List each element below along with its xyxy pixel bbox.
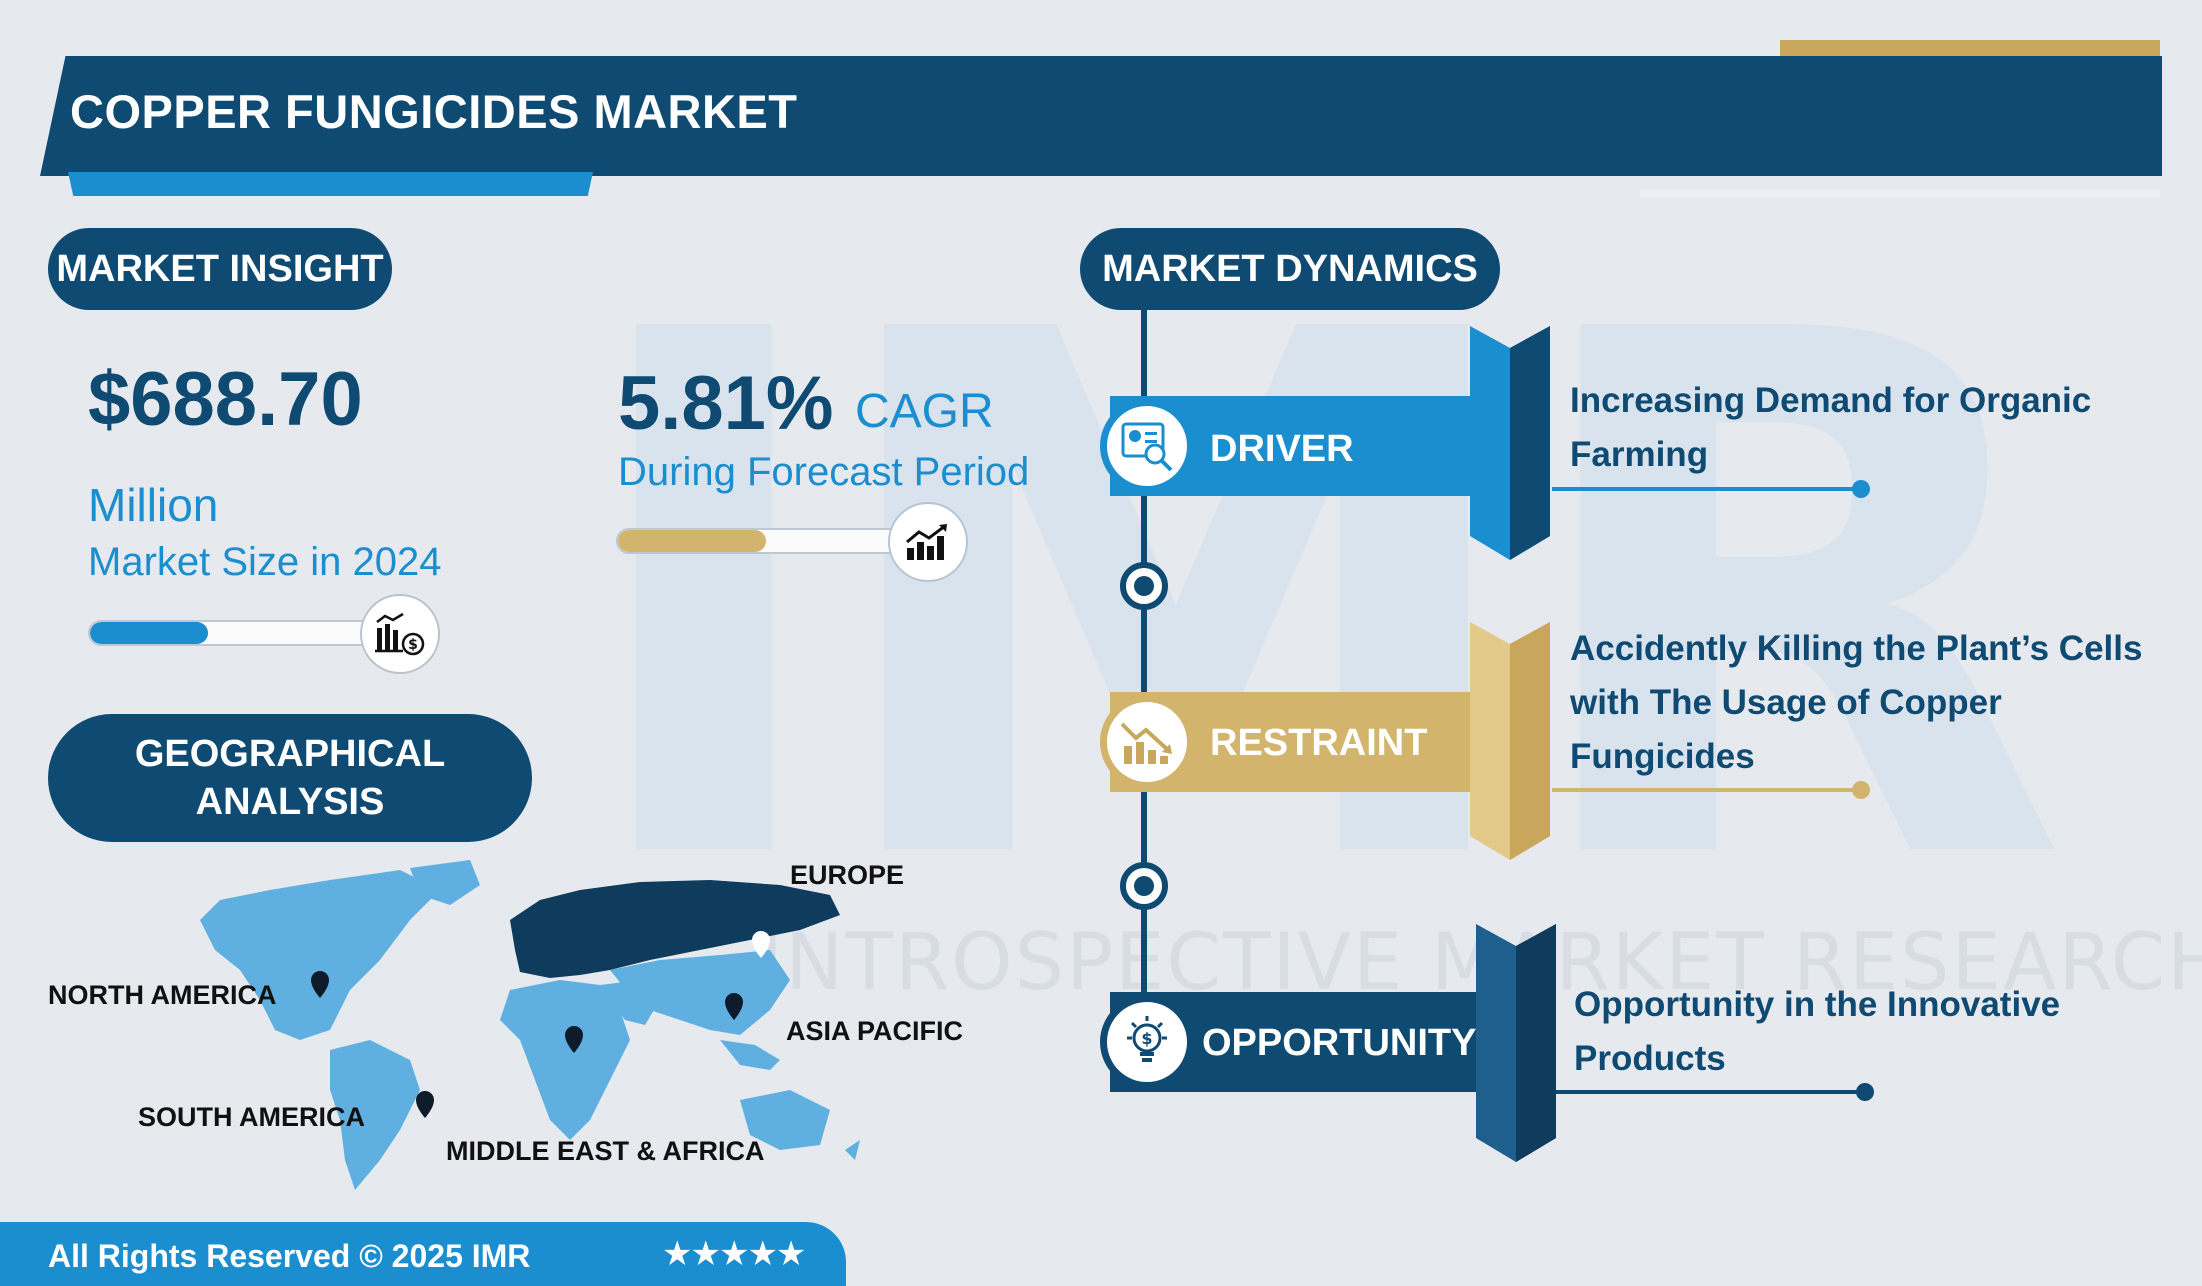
cagr-word: CAGR bbox=[855, 385, 994, 438]
opportunity-text: Opportunity in the Innovative Products bbox=[1574, 985, 2061, 1078]
map-southeast-asia bbox=[720, 1040, 780, 1070]
driver-analytics-icon bbox=[1100, 399, 1194, 493]
map-pin-south-america bbox=[416, 1091, 434, 1118]
cagr-value: 5.81% bbox=[618, 361, 834, 446]
opportunity-lightbulb-icon: $ bbox=[1100, 995, 1194, 1089]
opportunity-underline bbox=[1556, 1090, 1864, 1094]
map-greenland bbox=[410, 860, 480, 905]
cagr-progress-bar bbox=[616, 528, 916, 554]
driver-label: DRIVER bbox=[1210, 428, 1354, 470]
map-new-zealand bbox=[845, 1140, 860, 1160]
watermark-logo: IMR bbox=[570, 181, 2069, 1019]
page-title: COPPER FUNGICIDES MARKET bbox=[70, 85, 798, 138]
header-banner bbox=[40, 56, 2162, 176]
map-label-south-america: SOUTH AMERICA bbox=[138, 1102, 365, 1132]
map-australia bbox=[740, 1090, 830, 1150]
restraint-underline bbox=[1552, 788, 1860, 792]
map-africa bbox=[500, 980, 630, 1140]
driver-underline bbox=[1552, 487, 1860, 491]
map-south-america bbox=[330, 1040, 420, 1190]
driver-ribbon bbox=[1470, 326, 1550, 560]
world-map bbox=[200, 860, 860, 1190]
market-size-progress-fill bbox=[90, 622, 209, 644]
restraint-underline-dot bbox=[1852, 781, 1870, 799]
market-dynamics-pill: MARKET DYNAMICS bbox=[1080, 228, 1500, 310]
svg-text:$: $ bbox=[1141, 1029, 1152, 1048]
header-accent-blue bbox=[68, 172, 593, 196]
map-middle-east bbox=[600, 980, 660, 1025]
map-label-north-america: NORTH AMERICA bbox=[48, 980, 277, 1010]
map-label-europe: EUROPE bbox=[790, 860, 905, 890]
restraint-chart-icon bbox=[1100, 695, 1194, 789]
geographical-analysis-pill: GEOGRAPHICAL ANALYSIS bbox=[48, 714, 532, 842]
opportunity-ribbon bbox=[1476, 924, 1556, 1162]
map-label-asia-pacific: ASIA PACIFIC bbox=[786, 1016, 964, 1046]
opportunity-underline-dot bbox=[1856, 1083, 1874, 1101]
market-size-label: Market Size in 2024 bbox=[88, 540, 442, 584]
svg-text:$: $ bbox=[408, 637, 418, 653]
market-size-chart-dollar-icon: $ bbox=[360, 594, 440, 674]
growth-chart-icon bbox=[888, 502, 968, 582]
cagr-label: During Forecast Period bbox=[618, 450, 1030, 494]
driver-underline-dot bbox=[1852, 480, 1870, 498]
driver-text: Increasing Demand for Organic Farming bbox=[1570, 381, 2092, 474]
map-pin-asia bbox=[725, 993, 743, 1020]
market-size-unit: Million bbox=[88, 479, 219, 531]
map-asia bbox=[610, 950, 790, 1035]
map-europe bbox=[510, 880, 840, 978]
rating-stars-icon: ★★★★★ bbox=[662, 1234, 806, 1274]
map-pin-europe bbox=[752, 931, 770, 958]
footer-bar bbox=[0, 1222, 846, 1286]
map-pin-north-america bbox=[311, 971, 329, 998]
footer-copyright: All Rights Reserved © 2025 IMR bbox=[48, 1238, 531, 1274]
map-label-middle-east-africa: MIDDLE EAST & AFRICA bbox=[446, 1136, 765, 1166]
map-north-america bbox=[200, 870, 440, 1040]
cagr-progress-fill bbox=[618, 530, 766, 552]
market-size-value: $688.70 bbox=[88, 357, 363, 442]
restraint-label: RESTRAINT bbox=[1210, 722, 1428, 764]
restraint-text: Accidently Killing the Plant’s Cells wit… bbox=[1570, 629, 2143, 776]
market-size-progress-bar bbox=[88, 620, 388, 646]
opportunity-label: OPPORTUNITY bbox=[1202, 1022, 1477, 1064]
header-accent-gold bbox=[1780, 40, 2160, 58]
timeline-node bbox=[1120, 562, 1168, 610]
market-insight-pill: MARKET INSIGHT bbox=[48, 228, 392, 310]
restraint-ribbon bbox=[1470, 622, 1550, 860]
map-pin-africa bbox=[565, 1026, 583, 1053]
header-accent-light bbox=[1640, 190, 2160, 198]
timeline-node bbox=[1120, 862, 1168, 910]
